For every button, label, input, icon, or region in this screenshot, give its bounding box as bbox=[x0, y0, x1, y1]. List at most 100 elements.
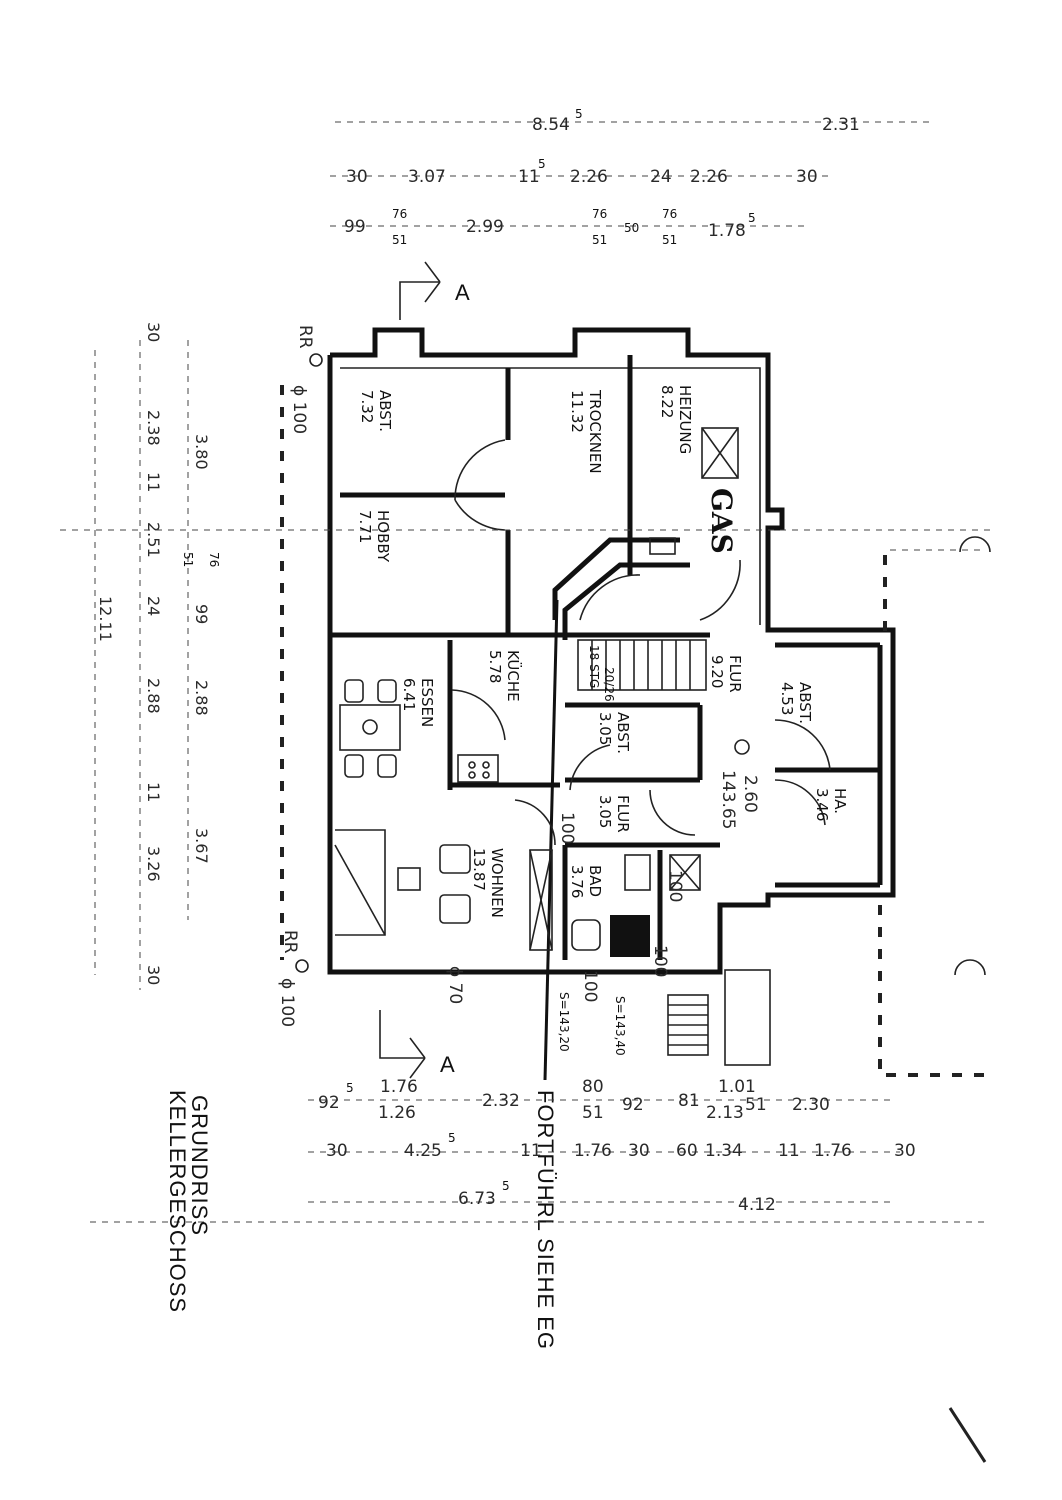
dim-left-total: 12.11 bbox=[96, 596, 115, 642]
annotations: RR ϕ 100 RR ϕ 100 GAS S=143,20 S=143,40 … bbox=[277, 325, 760, 1350]
room-abst-2-area: 3.05 bbox=[596, 712, 614, 745]
room-flur-2-name: FLUR bbox=[614, 795, 632, 833]
dim-left-2: 11 bbox=[144, 472, 163, 492]
pipe-top: ϕ 100 bbox=[289, 385, 309, 434]
dim-row2-3: 2.26 bbox=[570, 167, 608, 187]
dim-mid-5: 3.67 bbox=[192, 828, 211, 864]
room-wohnen-area: 13.87 bbox=[470, 848, 488, 891]
dim-sup: 5 bbox=[575, 107, 583, 121]
room-essen-name: ESSEN bbox=[418, 678, 436, 727]
room-essen-area: 6.41 bbox=[400, 678, 418, 711]
pipe-100-b: 100 bbox=[580, 970, 600, 1002]
dim-b2-3: 1.76 bbox=[574, 1141, 612, 1161]
room-abst-3-area: 4.53 bbox=[778, 682, 796, 715]
dim-left-8: 30 bbox=[144, 965, 163, 985]
dim-b2-0: 30 bbox=[326, 1141, 348, 1161]
dim-row2-2: 11 bbox=[518, 167, 540, 187]
level-b: 2.60 bbox=[740, 775, 760, 813]
room-hobby-name: HOBBY bbox=[374, 510, 392, 563]
gas-label: GAS bbox=[705, 488, 738, 554]
room-kueche-area: 5.78 bbox=[486, 650, 504, 683]
dim-b2-8: 1.76 bbox=[814, 1141, 852, 1161]
room-heizung-area: 8.22 bbox=[658, 385, 676, 418]
dim-b1-0: 92 bbox=[318, 1093, 340, 1113]
dim-row2-5: 2.26 bbox=[690, 167, 728, 187]
dim-row3-5: 51 bbox=[592, 233, 607, 247]
dim-b1-11: 2.30 bbox=[792, 1095, 830, 1115]
dim-b1-7: 81 bbox=[678, 1091, 700, 1111]
title-line1: GRUNDRISS bbox=[187, 1095, 212, 1236]
top-dimensions: 8.54 5 2.31 30 3.07 11 5 2.26 24 2.26 30… bbox=[330, 107, 930, 247]
doors bbox=[451, 439, 831, 846]
s-height-2: S=143,40 bbox=[613, 996, 627, 1056]
dim-b2-6: 1.34 bbox=[705, 1141, 743, 1161]
scan-marks bbox=[948, 536, 991, 1463]
section-mark-bottom: A bbox=[379, 1010, 456, 1079]
s-height-1: S=143,20 bbox=[557, 992, 571, 1052]
dim-b1-4: 80 bbox=[582, 1077, 604, 1097]
dim-row3-7: 76 bbox=[662, 207, 677, 221]
dim-row2-4: 24 bbox=[650, 167, 672, 187]
boundary-lines bbox=[60, 385, 990, 1077]
room-trocknen-name: TROCKNEN bbox=[586, 389, 604, 474]
room-wohnen-name: WOHNEN bbox=[488, 848, 506, 918]
dim-left-1: 2.38 bbox=[144, 410, 163, 446]
room-flur-1-name: FLUR bbox=[726, 655, 744, 693]
dim-b1-8: 1.01 bbox=[718, 1077, 756, 1097]
dim-b2-2: 11 bbox=[520, 1141, 542, 1161]
level-value: 143.65 bbox=[718, 770, 738, 829]
dim-mid-3: 99 bbox=[192, 604, 211, 624]
dim-row3-4: 76 bbox=[592, 207, 607, 221]
dim-b2-4: 30 bbox=[628, 1141, 650, 1161]
dim-mid-4: 2.88 bbox=[192, 680, 211, 716]
dim-right-top: 2.31 bbox=[822, 115, 860, 135]
room-abst-2-name: ABST. bbox=[614, 712, 632, 754]
room-bad-name: BAD bbox=[586, 865, 604, 897]
dim-row2-1: 3.07 bbox=[408, 167, 446, 187]
dim-row3-1: 76 bbox=[392, 207, 407, 221]
dim-b1-6: 92 bbox=[622, 1095, 644, 1115]
dim-left-7: 3.26 bbox=[144, 846, 163, 882]
dim-b2-1: 4.25 bbox=[404, 1141, 442, 1161]
dim-row3-0: 99 bbox=[344, 217, 366, 237]
bottom-dimensions: 92 5 1.76 1.26 2.32 80 51 92 81 1.01 2.1… bbox=[90, 1077, 990, 1223]
fortfuehrung-note: FORTFÜHRL SIEHE EG bbox=[533, 1090, 558, 1350]
dim-b2-sup: 5 bbox=[448, 1131, 456, 1145]
dim-left-4: 24 bbox=[144, 596, 163, 616]
rr-bottom: RR bbox=[280, 930, 300, 954]
dim-mid-2: 51 bbox=[181, 552, 195, 567]
pipe-100-d: 100 bbox=[650, 945, 670, 977]
dim-left-5: 2.88 bbox=[144, 678, 163, 714]
room-hobby-area: 7.71 bbox=[356, 510, 374, 543]
pipe-70: ϕ 70 bbox=[445, 966, 465, 1004]
dim-b3-0: 6.73 bbox=[458, 1189, 496, 1209]
stair-count: 18 STG bbox=[587, 645, 601, 688]
left-dimensions: 30 2.38 11 2.51 24 2.88 11 3.26 30 3.80 … bbox=[94, 322, 221, 990]
dim-row3-sup: 5 bbox=[748, 211, 756, 225]
pipe-100-a: 100 bbox=[557, 812, 577, 844]
building-walls bbox=[327, 327, 896, 1081]
room-flur-2-area: 3.05 bbox=[596, 795, 614, 828]
drawing-title: GRUNDRISS KELLERGESCHOSS bbox=[165, 1090, 212, 1313]
dim-row3-2: 51 bbox=[392, 233, 407, 247]
section-mark-top: A bbox=[399, 261, 470, 320]
room-labels: ABST. 7.32 TROCKNEN 11.32 HEIZUNG 8.22 H… bbox=[356, 385, 849, 918]
dim-left-6: 11 bbox=[144, 782, 163, 802]
dim-b2-9: 30 bbox=[894, 1141, 916, 1161]
dim-total-top: 8.54 bbox=[532, 115, 570, 135]
dim-row3-3: 2.99 bbox=[466, 217, 504, 237]
dim-mid-0: 3.80 bbox=[192, 434, 211, 470]
room-ha-name: HA. bbox=[831, 788, 849, 814]
dim-b1-9: 2.13 bbox=[706, 1103, 744, 1123]
rr-top: RR bbox=[295, 325, 315, 349]
dim-b3-1: 4.12 bbox=[738, 1195, 776, 1215]
section-label-bottom: A bbox=[440, 1052, 456, 1077]
pipe-bottom: ϕ 100 bbox=[277, 978, 297, 1027]
room-heizung-name: HEIZUNG bbox=[676, 385, 694, 454]
room-abst-1-area: 7.32 bbox=[358, 390, 376, 423]
dim-row2-6: 30 bbox=[796, 167, 818, 187]
dim-b1-5: 51 bbox=[582, 1103, 604, 1123]
dim-row2-0: 30 bbox=[346, 167, 368, 187]
dim-row3-8: 51 bbox=[662, 233, 677, 247]
